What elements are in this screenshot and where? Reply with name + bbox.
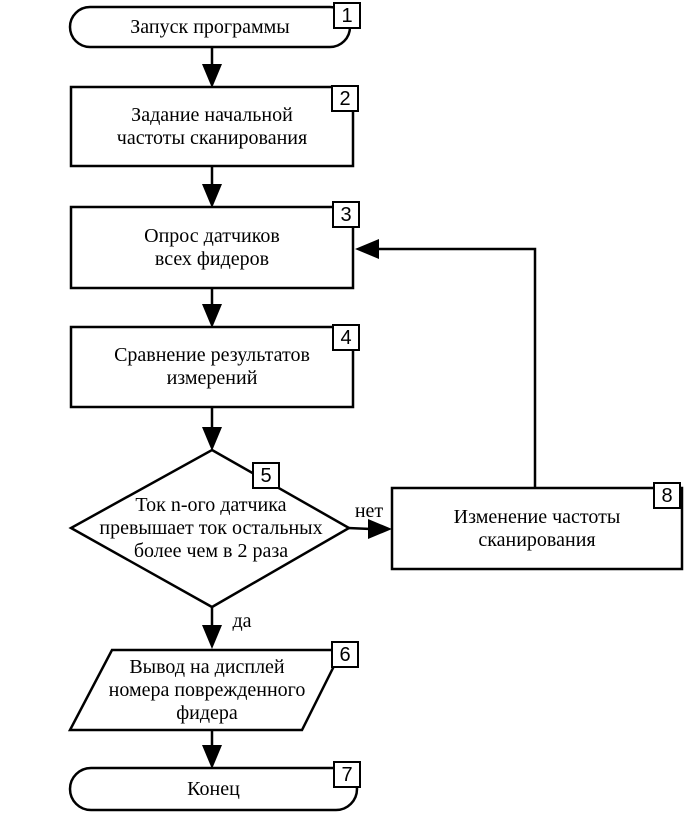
node-6-number-badge: 6: [331, 641, 359, 668]
node-2-number-badge: 2: [331, 85, 359, 112]
process-compare-results-shape: [69, 325, 355, 409]
node-7-number-badge: 7: [333, 761, 361, 788]
arrow-2-3-head: [202, 184, 222, 208]
process-poll-sensors-shape: [69, 205, 355, 290]
arrow-6-7-head: [202, 745, 222, 769]
arrow-5-6-yes-head: [202, 625, 222, 649]
arrow-5-8-no-line: [347, 526, 372, 531]
terminator-end-shape: [68, 766, 359, 812]
node-4-number-badge: 4: [332, 324, 360, 351]
process-change-frequency-shape: [390, 486, 684, 571]
arrow-3-4-head: [202, 304, 222, 328]
node-3-number-badge: 3: [332, 201, 360, 228]
arrow-4-5-head: [202, 427, 222, 451]
node-8-number-badge: 8: [653, 482, 681, 509]
node-5-number-badge: 5: [252, 462, 280, 489]
edge-label-yes: да: [232, 610, 252, 632]
process-initial-frequency-shape: [69, 85, 355, 168]
edge-label-no: нет: [354, 500, 384, 522]
arrow-5-8-no-head: [368, 519, 392, 539]
io-display-feeder-shape: [67, 648, 345, 732]
decision-current-exceeds-shape: [68, 448, 352, 609]
terminator-start-shape: [68, 5, 352, 49]
node-1-number-badge: 1: [333, 2, 361, 29]
arrow-8-3-loop-line: [377, 247, 537, 488]
arrow-8-3-loop-head: [355, 239, 379, 259]
arrow-1-2-head: [202, 64, 222, 88]
